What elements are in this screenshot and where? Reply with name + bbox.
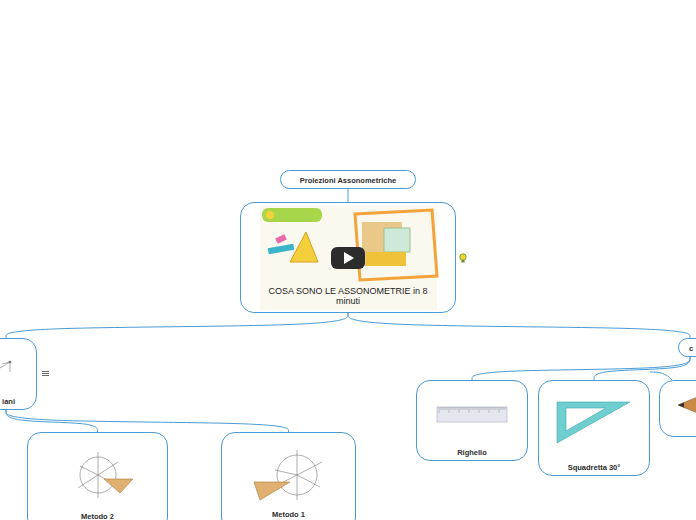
- ruler-tick: [449, 407, 450, 413]
- ruler-tick: [479, 407, 480, 413]
- ruler-tick: [457, 407, 458, 410]
- ruler-tick: [505, 407, 506, 410]
- ruler-tick: [503, 407, 504, 410]
- ruler-tick: [461, 407, 462, 410]
- video-thumbnail: [260, 206, 437, 310]
- node-label: Squadretta 30°: [544, 463, 644, 472]
- method-1-figure: [254, 450, 322, 500]
- ruler-tick: [465, 407, 466, 410]
- branch-box: iani: [0, 338, 37, 410]
- leaf-box: Righello: [416, 380, 528, 461]
- branch-box: c: [678, 338, 696, 357]
- connector: [348, 189, 349, 202]
- ruler-tick: [493, 407, 494, 410]
- node-label: Metodo 1: [227, 510, 350, 519]
- ruler-tick: [491, 407, 492, 410]
- node-label: c: [689, 344, 693, 353]
- ruler-tick: [485, 407, 486, 410]
- thumbnail-ground: [260, 206, 437, 310]
- ruler-tick: [469, 407, 470, 413]
- eraser: [275, 234, 287, 244]
- logo-badge: [262, 208, 322, 222]
- ruler-tick: [487, 407, 488, 410]
- axis-icon: [0, 361, 11, 372]
- ruler-tick: [459, 407, 460, 413]
- ruler-tick: [481, 407, 482, 410]
- notes-icon: [42, 372, 49, 376]
- leaf-box: Metodo 2: [27, 432, 168, 520]
- ruler-tick: [495, 407, 496, 410]
- room-bed: [366, 252, 406, 266]
- ruler-tick: [453, 407, 454, 410]
- node-label: iani: [2, 397, 15, 406]
- branch-line: [650, 372, 672, 380]
- logo-bulb: [266, 211, 274, 219]
- ruler-tick: [489, 407, 490, 413]
- leaf-box: Metodo 1: [221, 432, 356, 520]
- node-label: Righello: [422, 448, 522, 457]
- ruler-tick: [451, 407, 452, 410]
- ruler-tick: [499, 407, 500, 413]
- ruler-tick: [467, 407, 468, 410]
- ruler-tick: [447, 407, 448, 410]
- pencil-figure: [678, 396, 696, 414]
- node-label: Metodo 2: [33, 512, 162, 520]
- pencil-tip: [678, 403, 684, 408]
- lightbulb-icon: [460, 254, 466, 263]
- ruler-tick: [483, 407, 484, 410]
- title-box: Proiezioni Assonometriche: [280, 170, 416, 189]
- ruler-tick: [473, 407, 474, 410]
- ruler-tick: [477, 407, 478, 410]
- play-button: [331, 247, 365, 269]
- node-label: COSA SONO LE ASSONOMETRIE in 8 minuti: [268, 286, 428, 306]
- pencil-box: [660, 381, 696, 437]
- ruler-tick: [455, 407, 456, 410]
- ruler-tick: [439, 407, 440, 413]
- room-window: [384, 228, 410, 252]
- connector: [6, 313, 348, 338]
- connector: [472, 357, 690, 380]
- ruler: [268, 244, 295, 254]
- connector: [348, 313, 690, 338]
- ruler-tick: [475, 407, 476, 410]
- video-box: COSA SONO LE ASSONOMETRIE in 8 minuti: [240, 202, 456, 313]
- play-icon: [344, 252, 354, 264]
- connector: [6, 410, 289, 432]
- connector: [594, 357, 690, 380]
- node-label: Proiezioni Assonometriche: [286, 176, 410, 185]
- ruler-figure: [437, 407, 507, 422]
- set-square: [290, 232, 318, 262]
- ruler-tick: [445, 407, 446, 410]
- ruler-tick: [497, 407, 498, 410]
- ruler-tick: [463, 407, 464, 410]
- orange-frame: [355, 210, 437, 280]
- ruler-tick: [501, 407, 502, 410]
- leaf-box: Squadretta 30°: [538, 380, 650, 476]
- ruler-tick: [471, 407, 472, 410]
- ruler-tick: [443, 407, 444, 410]
- method-2-figure: [78, 452, 133, 498]
- set-square-figure: [557, 402, 630, 443]
- ruler-tick: [441, 407, 442, 410]
